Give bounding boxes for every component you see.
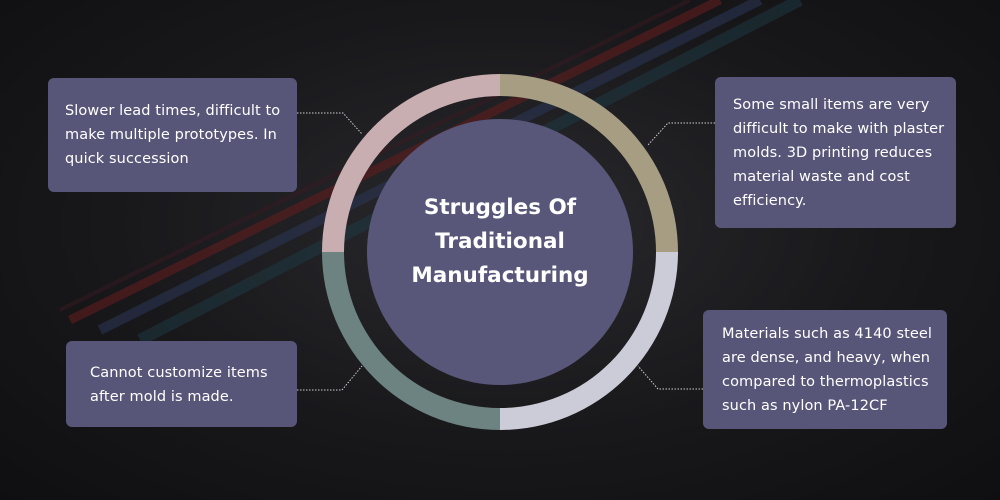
connector-bottom-right — [637, 365, 703, 390]
connector-top-right — [647, 122, 715, 146]
card-text-line: difficult to make with plaster — [733, 121, 945, 137]
card-text-line: are dense, and heavy, when — [722, 350, 931, 366]
card-text-line: such as nylon PA-12CF — [722, 398, 888, 414]
card-text-line: material waste and cost — [733, 169, 910, 185]
card-top-left: Slower lead times, difficult to make mul… — [48, 78, 297, 192]
center-title-line: Manufacturing — [411, 263, 589, 288]
card-text-line: make multiple prototypes. In — [65, 127, 277, 143]
card-text-line: Slower lead times, difficult to — [65, 103, 281, 119]
ring-segment-top-right — [500, 74, 678, 252]
card-text-line: efficiency. — [733, 193, 807, 209]
center-circle — [367, 119, 633, 385]
card-bottom-left: Cannot customize items after mold is mad… — [66, 341, 297, 427]
card-text-line: quick succession — [65, 151, 189, 167]
connector-bottom-left — [297, 365, 363, 391]
connector-top-left — [297, 112, 363, 135]
card-text-line: Materials such as 4140 steel — [722, 326, 933, 342]
ring-segment-bottom-left — [322, 252, 500, 430]
card-text-line: Some small items are very — [733, 97, 930, 113]
ring-segment-top-left — [322, 74, 500, 252]
ring-segment-bottom-right — [500, 252, 678, 430]
center-title-line: Traditional — [435, 229, 565, 254]
card-top-right: Some small items are very difficult to m… — [715, 77, 956, 228]
card-text-line: molds. 3D printing reduces — [733, 145, 933, 161]
card-text-line: compared to thermoplastics — [722, 374, 929, 390]
card-bottom-right: Materials such as 4140 steel are dense, … — [703, 310, 947, 429]
center-title-line: Struggles Of — [423, 195, 577, 220]
card-text-line: after mold is made. — [90, 389, 234, 405]
card-text-line: Cannot customize items — [90, 365, 268, 381]
center-title: Struggles Of Traditional Manufacturing — [380, 191, 620, 293]
